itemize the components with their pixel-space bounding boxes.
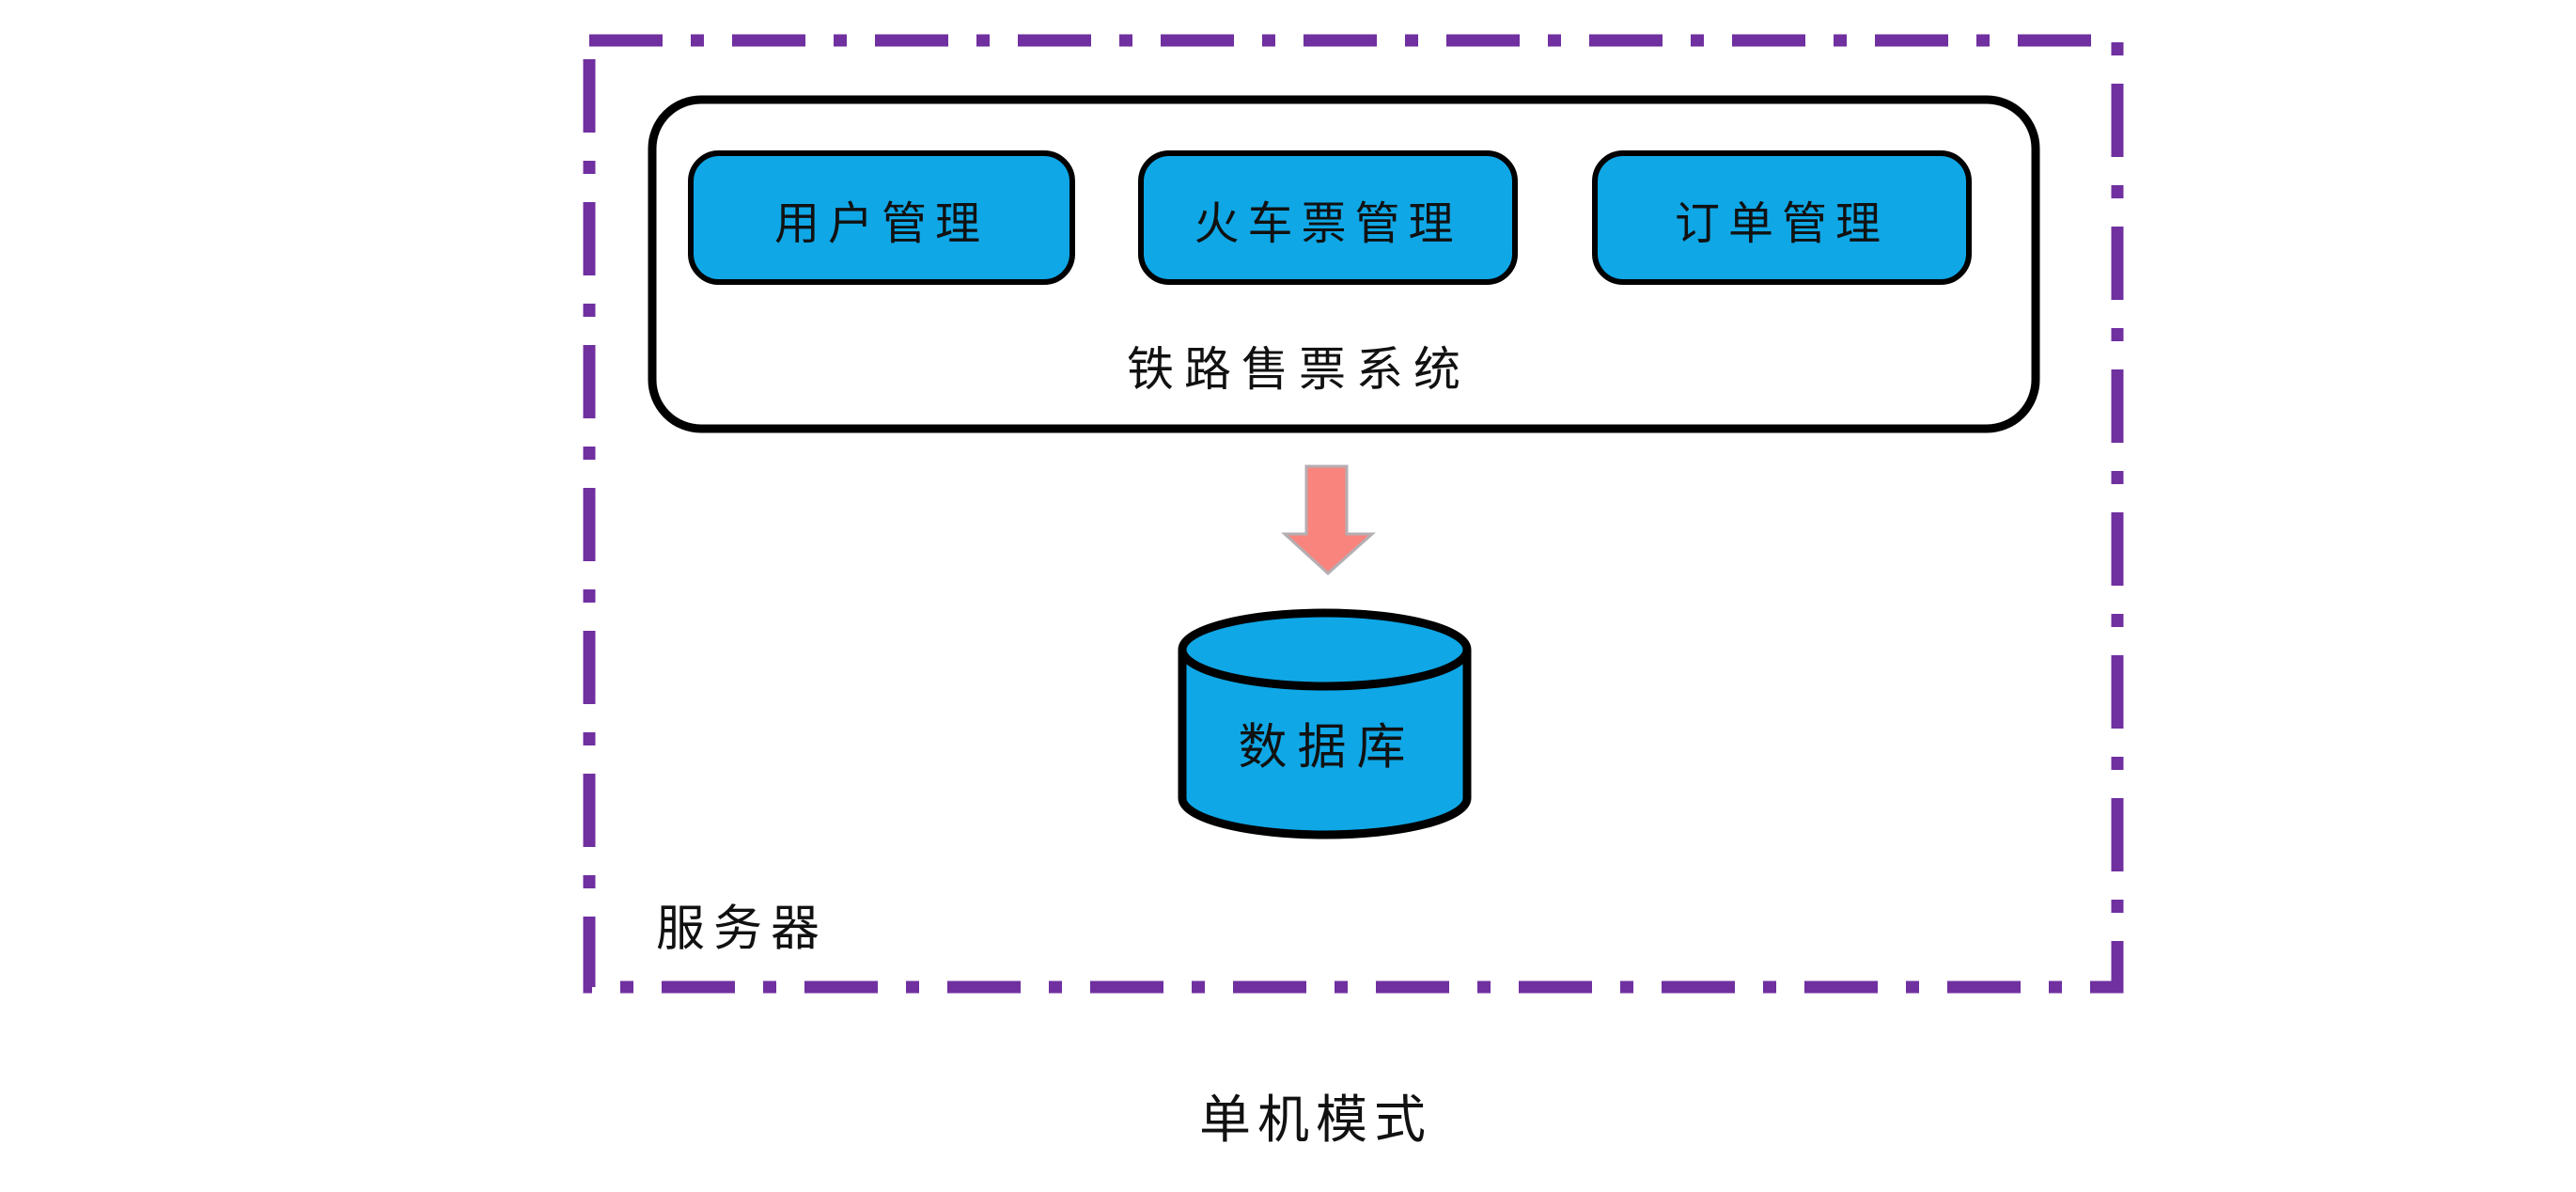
module-label-order-management: 订单管理 xyxy=(1674,199,1890,249)
system-group-label: 铁路售票系统 xyxy=(1127,343,1471,396)
database-cylinder-body xyxy=(1178,650,1472,839)
database-cylinder-top xyxy=(1178,608,1472,691)
module-box-order-management xyxy=(1592,150,1972,285)
module-box-user-management xyxy=(688,150,1075,285)
server-dashed-border xyxy=(583,34,2124,994)
module-label-ticket-management: 火车票管理 xyxy=(1194,199,1462,249)
down-arrow-icon xyxy=(1281,464,1376,576)
module-label-user-management: 用户管理 xyxy=(773,199,990,249)
module-box-ticket-management xyxy=(1138,150,1518,285)
server-group-label: 服务器 xyxy=(656,902,829,957)
diagram-caption: 单机模式 xyxy=(1198,1091,1433,1149)
database-label: 数据库 xyxy=(1238,721,1416,776)
